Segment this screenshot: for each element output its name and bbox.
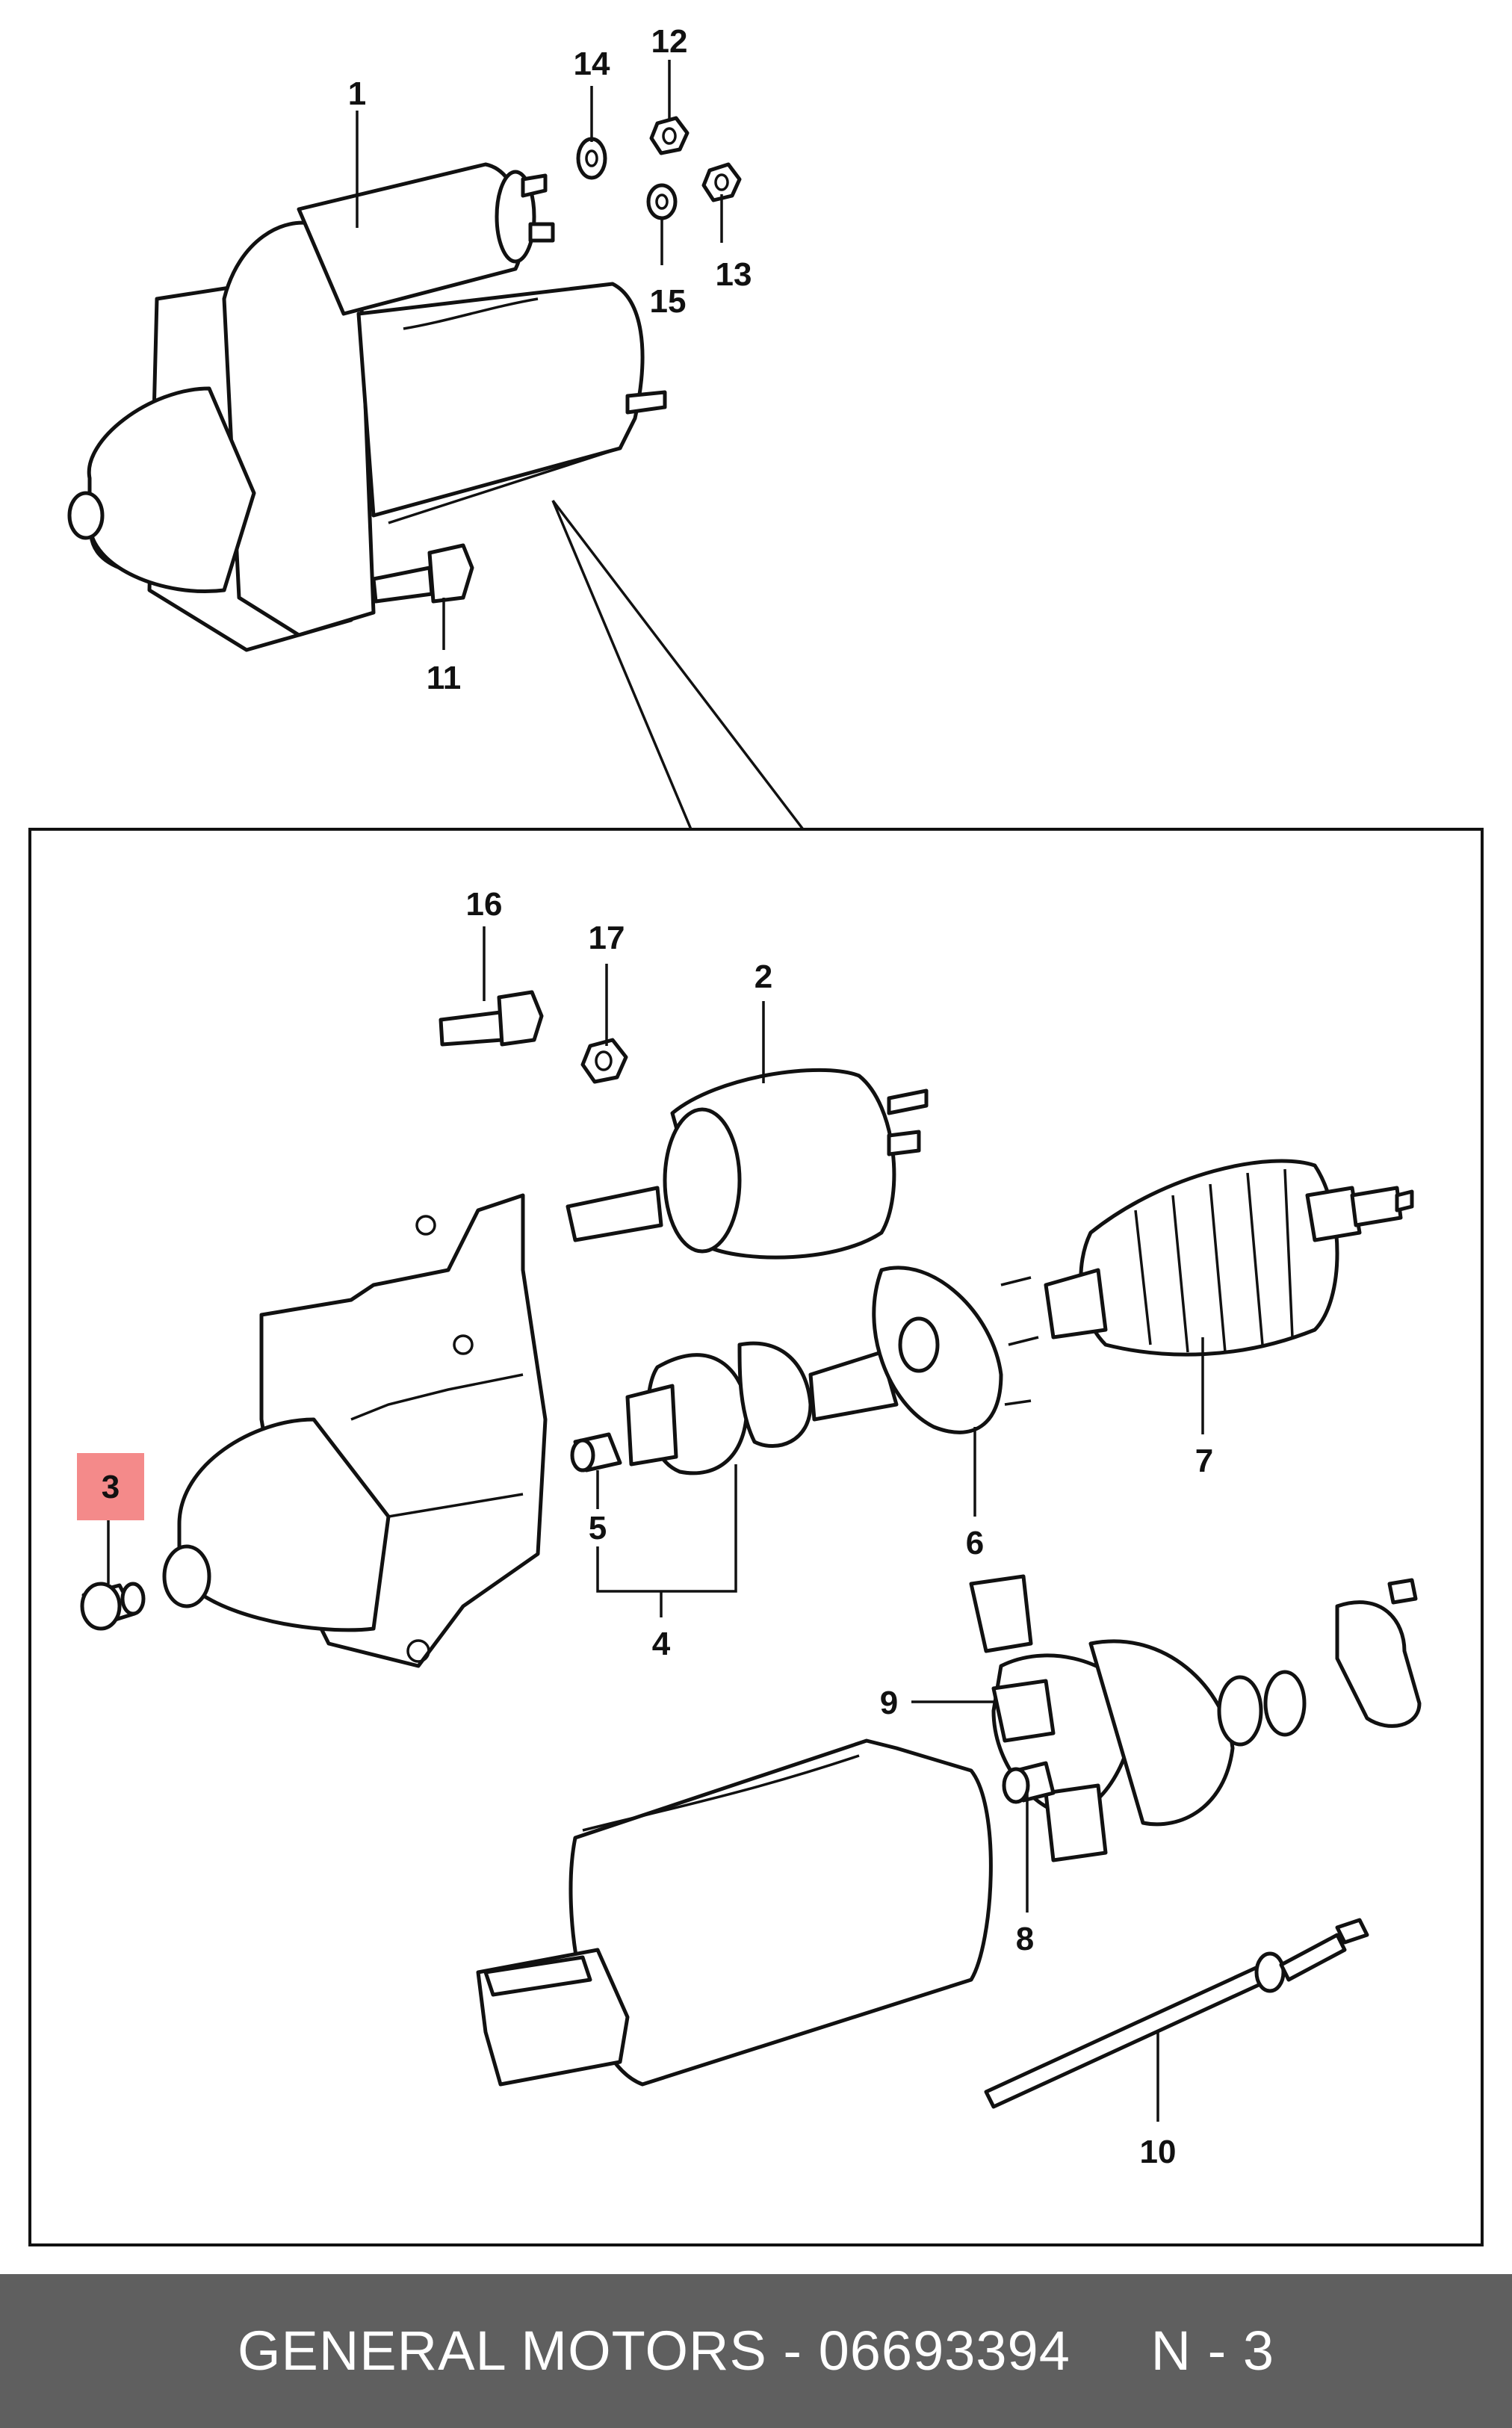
brush-plate-part-6 [872,1266,1039,1434]
nut-part-17 [580,1038,628,1084]
field-frame-housing [476,1738,993,2087]
brush-holder-part-9 [969,1574,1422,1862]
label-part-10: 10 [1140,2134,1177,2170]
footer-bar: GENERAL MOTORS - 06693394 N - 3 [0,2274,1512,2428]
label-part-6: 6 [966,1525,984,1561]
leader-lines [107,60,1204,2122]
bolt-part-11 [371,543,474,604]
drive-end-housing [162,1193,548,1668]
bolt-part-16 [439,990,544,1047]
detail-frame [28,828,1484,2246]
starter-assembly-top [67,162,667,652]
label-part-4: 4 [652,1626,671,1662]
label-part-16: 16 [466,886,503,923]
drive-assembly-part-4 [625,1341,899,1475]
label-part-15: 15 [650,283,687,320]
label-part-7: 7 [1195,1443,1213,1479]
label-part-5: 5 [589,1510,607,1546]
label-part-9: 9 [880,1685,898,1721]
label-part-17: 17 [589,920,625,956]
label-part-13: 13 [716,256,752,293]
starter-exploded-diagram: 1 14 12 13 15 11 16 17 2 3 5 4 6 7 9 8 1… [28,23,1484,2246]
bushing-part-3 [80,1582,146,1631]
part-labels: 1 14 12 13 15 11 16 17 2 3 5 4 6 7 9 8 1… [102,23,1213,2170]
bushing-part-5 [570,1432,622,1472]
label-part-8: 8 [1016,1921,1034,1957]
fasteners-12-15 [576,116,742,220]
solenoid-part-2 [566,1068,929,1260]
label-part-2: 2 [755,958,772,995]
bushing-part-8 [1002,1761,1056,1804]
label-part-12: 12 [651,23,688,60]
label-part-3: 3 [102,1469,120,1505]
label-part-11: 11 [427,660,462,696]
highlight-box-part-3 [77,1453,144,1520]
through-bolt-part-10 [984,1918,1369,2109]
footer-caption: GENERAL MOTORS - 06693394 N - 3 [237,2320,1275,2382]
label-part-14: 14 [574,46,610,82]
armature-part-7 [1044,1159,1414,1357]
detail-callout-lines [551,499,805,831]
label-part-1: 1 [348,75,366,112]
